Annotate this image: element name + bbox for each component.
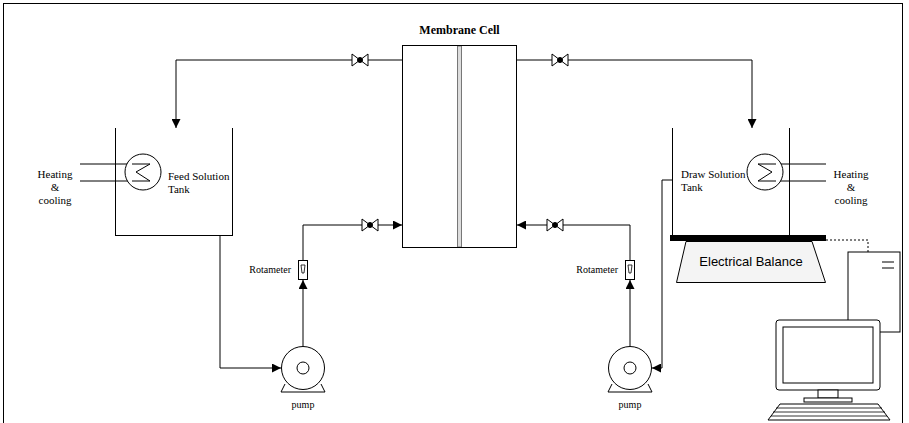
rotameter-symbol [626,261,634,279]
node-label: Feed Solution Tank [168,170,232,196]
node-label: pump [261,398,345,411]
node-label: Rotameter [249,263,291,276]
pump-symbol [281,346,325,390]
annotation-label: Heating & cooling [830,168,872,207]
membrane-cell: Membrane Cell [402,45,517,248]
pipe-connector [220,236,281,368]
heat-exchanger [80,154,161,190]
pump: pump [281,346,325,390]
node-label: Membrane Cell [363,24,556,37]
rotameter: Rotameter [625,260,635,280]
node-label: Rotameter [576,263,618,276]
pipe-connector [176,60,402,128]
pipe-connector [652,180,672,368]
rotameter: Rotameter [298,260,308,280]
node-label: Draw Solution Tank [681,168,753,194]
membrane [403,46,516,247]
pipe-connector [517,225,630,260]
node-label: Electrical Balance [676,254,826,269]
annotation-label: Heating & cooling [34,168,76,207]
pipe-connector [517,60,752,128]
signal-line [826,240,868,252]
draw-tank: Draw Solution Tank [672,128,790,236]
pump: pump [608,346,652,390]
pipe-connector [630,280,631,346]
pipe-connector [303,280,304,346]
rotameter-symbol [299,261,307,279]
heat-exchanger [747,154,826,190]
pump-symbol [608,346,652,390]
pipe-connector [303,225,402,260]
electrical-balance: Electrical Balance [676,241,826,283]
node-label: pump [588,398,672,411]
feed-tank: Feed Solution Tank [115,128,233,236]
